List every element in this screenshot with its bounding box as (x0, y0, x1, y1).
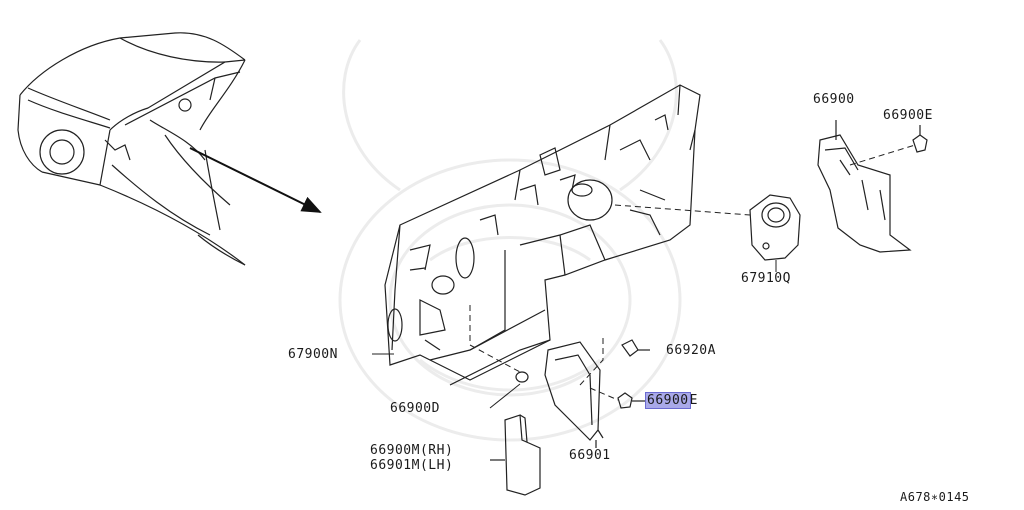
label-67900n: 67900N (288, 347, 338, 362)
label-67910q: 67910Q (741, 271, 791, 286)
car-illustration (17, 32, 246, 266)
part-66900m-pad (490, 414, 541, 496)
watermark-emblem (338, 39, 682, 442)
part-66900-insulator (817, 120, 912, 253)
part-66901-bracket (544, 341, 604, 448)
dash-insulator-panel (384, 84, 701, 386)
label-66900m-rh: 66900M(RH) (370, 443, 454, 458)
figure-code: A678∗0145 (900, 490, 970, 504)
highlight-box[interactable]: 66900 (645, 392, 691, 409)
clip-66900e-top (912, 125, 928, 153)
label-66901m-lh: 66901M(LH) (370, 458, 454, 473)
clip-66920a (621, 339, 650, 357)
label-66900: 66900 (813, 92, 855, 107)
nut-66900e (617, 392, 645, 409)
label-suffix: E (689, 393, 698, 408)
label-66900d: 66900D (390, 401, 440, 416)
label-66900e-highlighted[interactable]: 66900E (645, 392, 698, 409)
pointer-arrow (189, 147, 322, 213)
label-66900e-top: 66900E (883, 108, 933, 123)
label-66920a: 66920A (666, 343, 716, 358)
part-67910q-plate (749, 194, 801, 261)
washer-66900d (515, 371, 529, 383)
label-66901: 66901 (569, 448, 611, 463)
